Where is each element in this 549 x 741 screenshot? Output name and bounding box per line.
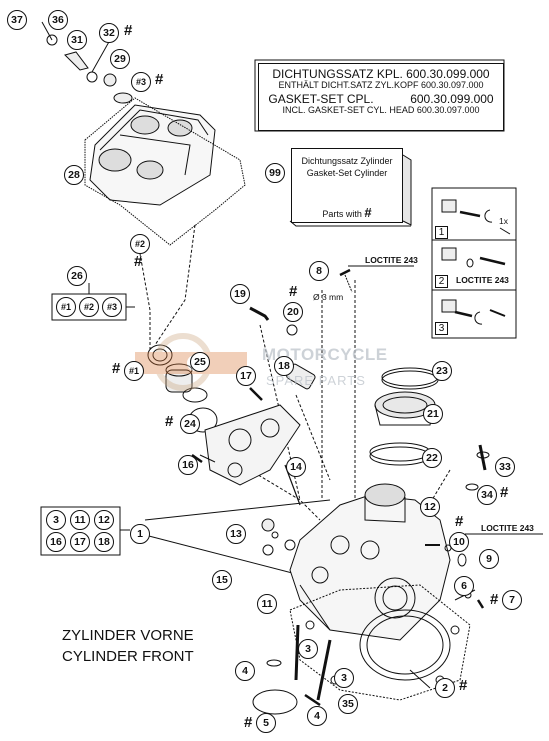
loctite-label-top: LOCTITE 243 [365,255,418,265]
watermark-title: MOTORCYCLE [262,345,388,364]
callout-17[interactable]: 17 [236,366,256,386]
callout-24[interactable]: 24 [180,414,200,434]
callout-2-gasket[interactable]: 2 [435,678,455,698]
kit-parts-with-label: Parts with [322,209,362,219]
callout-1-group-17[interactable]: 17 [70,532,90,552]
callout-26-group-2[interactable]: #2 [79,297,99,317]
legend-step-2: 2 [435,275,448,288]
callout-21[interactable]: 21 [423,404,443,424]
hash-10: # [455,513,464,530]
title-line-2: CYLINDER FRONT [62,648,194,665]
loctite-top-underline [348,265,414,267]
loctite-right-underline [465,533,543,535]
kit-hash: # [364,205,372,220]
callout-18[interactable]: 18 [274,356,294,376]
callout-26-group-3[interactable]: #3 [102,297,122,317]
callout-16[interactable]: 16 [178,455,198,475]
callout-7[interactable]: 7 [502,590,522,610]
hash-32: # [124,22,133,39]
callout-9[interactable]: 9 [479,549,499,569]
loctite-label-right: LOCTITE 243 [481,523,534,533]
kit-parts-with: Parts with # [292,205,402,220]
callout-37[interactable]: 37 [7,10,27,30]
legend-step-1: 1 [435,226,448,239]
callout-34[interactable]: 34 [477,485,497,505]
gasket-set-box: DICHTUNGSSATZ KPL. 600.30.099.000 ENTHÄL… [258,63,504,131]
callout-1-kit[interactable]: #1 [124,361,144,381]
callout-2-kit[interactable]: #2 [130,234,150,254]
hash-5: # [244,714,253,731]
callout-22[interactable]: 22 [422,448,442,468]
callout-5[interactable]: 5 [256,713,276,733]
callout-26-group-1[interactable]: #1 [56,297,76,317]
watermark-subtitle: SPARE PARTS [266,373,366,388]
legend-one-x: 1x [499,216,508,226]
kit-line2: Gasket-Set Cylinder [306,168,388,178]
hash-2-kit: # [134,253,143,270]
dimension-label: Ø 3 mm [313,292,344,302]
kit-logo: KTM [338,183,356,192]
callout-8[interactable]: 8 [309,261,329,281]
callout-29[interactable]: 29 [110,49,130,69]
callout-26[interactable]: 26 [67,266,87,286]
hash-1-kit: # [112,360,121,377]
hash-2-gasket: # [459,677,468,694]
hash-3-kit: # [155,71,164,88]
callout-25[interactable]: 25 [190,352,210,372]
callout-35[interactable]: 35 [338,694,358,714]
callout-11[interactable]: 11 [257,594,277,614]
gasket-set-line4: INCL. GASKET-SET CYL. HEAD 600.30.097.00… [282,105,480,115]
callout-4-nut-b[interactable]: 4 [307,706,327,726]
callout-1-group-16[interactable]: 16 [46,532,66,552]
callout-32[interactable]: 32 [99,23,119,43]
callout-10[interactable]: 10 [449,532,469,552]
callout-14[interactable]: 14 [286,457,306,477]
gasket-set-line2: ENTHÄLT DICHT.SATZ ZYL.KOPF 600.30.097.0… [278,80,484,90]
callout-20[interactable]: 20 [283,302,303,322]
callout-19[interactable]: 19 [230,284,250,304]
callout-15[interactable]: 15 [212,570,232,590]
callout-12[interactable]: 12 [420,497,440,517]
callout-3-kit[interactable]: #3 [131,72,151,92]
callout-1-group-18[interactable]: 18 [94,532,114,552]
callout-1[interactable]: 1 [130,524,150,544]
callout-99[interactable]: 99 [265,163,285,183]
callout-1-group-12[interactable]: 12 [94,510,114,530]
callout-33[interactable]: 33 [495,457,515,477]
gasket-set-line3: GASKET-SET CPL. 600.30.099.000 [268,92,494,106]
hash-20: # [289,283,298,300]
diagram-title: ZYLINDER VORNE CYLINDER FRONT [62,625,194,667]
hash-7: # [490,591,499,608]
callout-28[interactable]: 28 [64,165,84,185]
callout-36[interactable]: 36 [48,10,68,30]
hash-24: # [165,413,174,430]
callout-23[interactable]: 23 [432,361,452,381]
callout-13[interactable]: 13 [226,524,246,544]
gasket-set-line1: DICHTUNGSSATZ KPL. 600.30.099.000 [272,67,490,81]
callout-3-stud-b[interactable]: 3 [334,668,354,688]
callout-4-nut-a[interactable]: 4 [235,661,255,681]
hash-34: # [500,484,509,501]
callout-6[interactable]: 6 [454,576,474,596]
legend-step-3: 3 [435,322,448,335]
callout-3-stud-a[interactable]: 3 [298,639,318,659]
loctite-label-legend: LOCTITE 243 [456,275,509,285]
callout-31[interactable]: 31 [67,30,87,50]
title-line-1: ZYLINDER VORNE [62,627,194,644]
callout-1-group-11[interactable]: 11 [70,510,90,530]
kit-line1: Dichtungssatz Zylinder [301,156,393,166]
gasket-kit-box: Dichtungssatz Zylinder Gasket-Set Cylind… [291,148,403,223]
callout-1-group-3[interactable]: 3 [46,510,66,530]
